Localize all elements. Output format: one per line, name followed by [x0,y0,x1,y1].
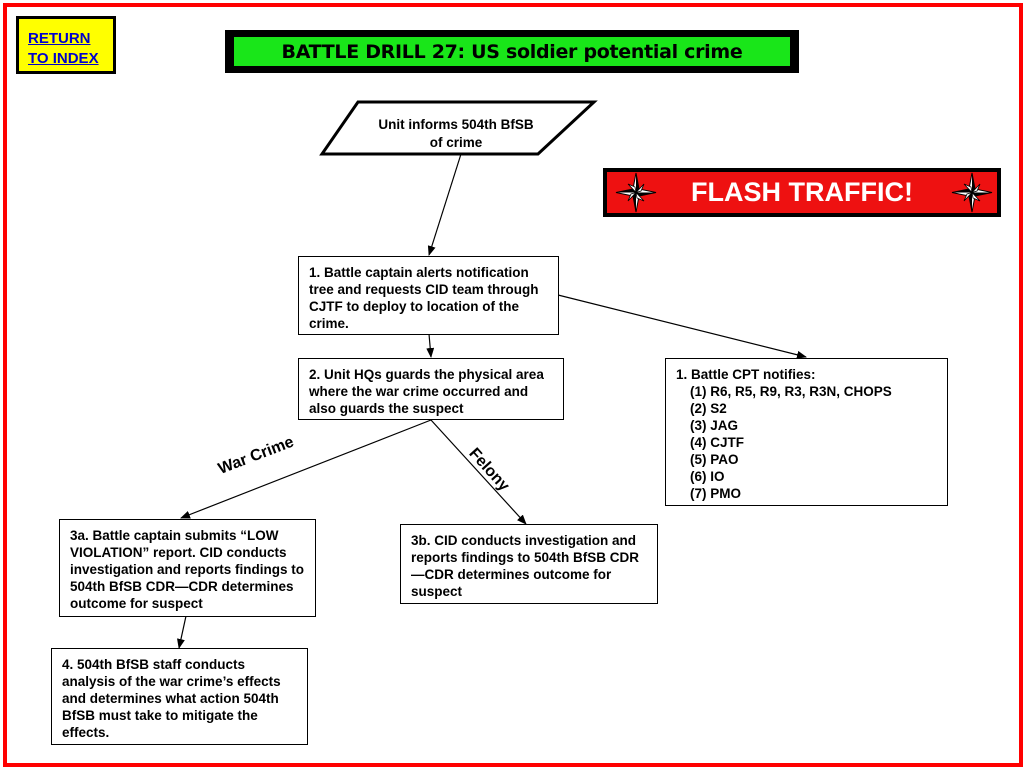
step3a-box: 3a. Battle captain submits “LOW VIOLATIO… [59,519,316,617]
step4-box: 4. 504th BfSB staff conducts analysis of… [51,648,308,745]
flash-traffic-text: FLASH TRAFFIC! [691,177,913,207]
arrow-start-to-step1 [427,153,462,256]
notify-item: (3) JAG [690,418,739,433]
arrow-step3a-to-step4 [177,615,187,649]
compass-star-icon [951,172,993,213]
notify-item: (7) PMO [690,486,742,501]
arrow-step2-to-step3a [180,419,432,519]
flash-traffic-banner: FLASH TRAFFIC! [603,168,1001,217]
notify-box: 1. Battle CPT notifies: (1) R6, R5, R9, … [665,358,948,506]
step3b-box: 3b. CID conducts investigation and repor… [400,524,658,604]
start-parallelogram [319,100,598,156]
step2-box: 2. Unit HQs guards the physical area whe… [298,358,564,420]
page-title: BATTLE DRILL 27: US soldier potential cr… [234,37,790,66]
slide-frame [3,3,1023,767]
notify-item: (2) S2 [690,401,727,416]
title-banner: BATTLE DRILL 27: US soldier potential cr… [225,30,799,73]
notify-heading: 1. Battle CPT notifies: [676,367,816,382]
notify-item: (6) IO [690,469,725,484]
arrow-step1-to-notify [557,294,807,359]
arrow-step1-to-step2 [426,333,435,358]
return-to-index-button[interactable]: RETURN TO INDEX [16,16,116,74]
compass-star-icon [615,172,657,213]
notify-item: (5) PAO [690,452,739,467]
notify-item: (1) R6, R5, R9, R3, R3N, CHOPS [690,384,892,399]
return-label-line2: TO INDEX [28,50,99,67]
step1-box: 1. Battle captain alerts notification tr… [298,256,559,335]
notify-item: (4) CJTF [690,435,744,450]
arrow-step2-to-step3b [430,419,527,525]
start-node-text: Unit informs 504th BfSB of crime [378,117,534,150]
return-label-line1: RETURN [28,30,91,47]
